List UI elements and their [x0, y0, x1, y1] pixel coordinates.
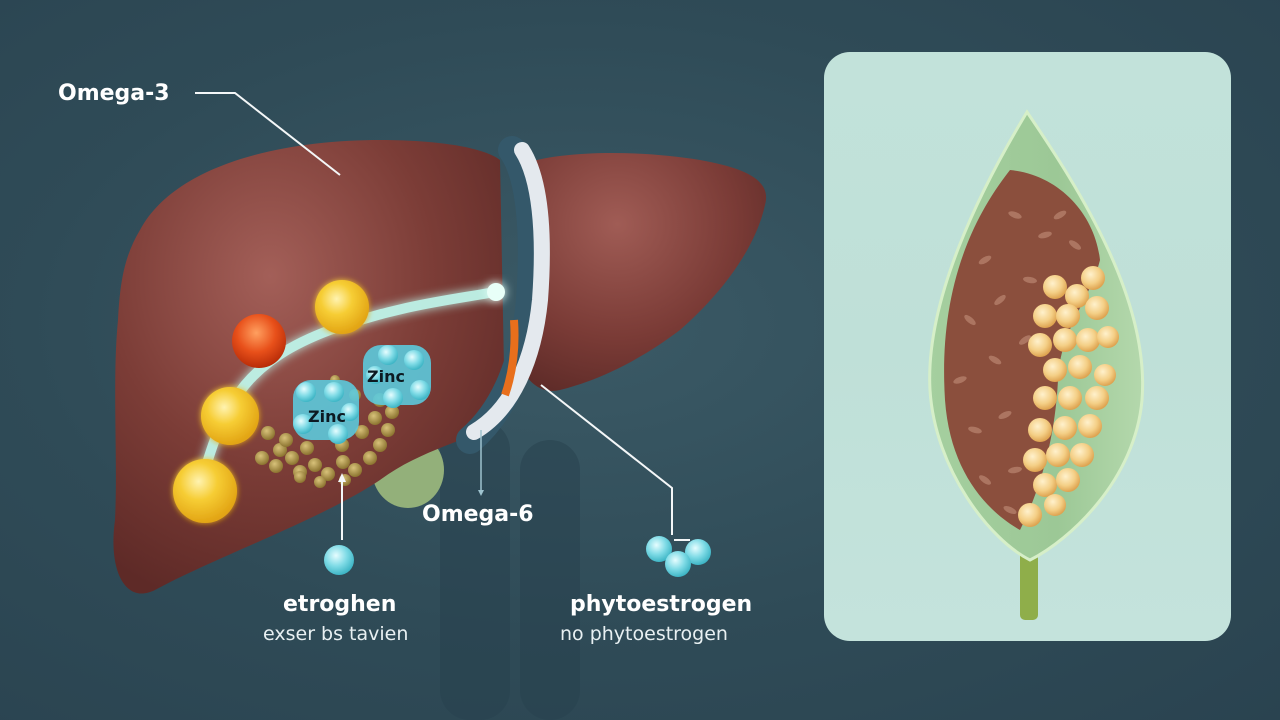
phyto-leader-line	[540, 384, 673, 535]
omega6-label: Omega-6	[422, 502, 534, 527]
zinc-cluster-2	[363, 345, 431, 408]
background-vessel	[440, 420, 510, 720]
phyto-title: phytoestrogen	[570, 592, 753, 617]
liver-right-lobe	[518, 153, 767, 391]
omega6-arrow-head	[478, 490, 484, 496]
estrogen-title: etroghen	[283, 592, 397, 617]
omega3-bead	[173, 459, 237, 523]
zinc-cluster-1	[293, 380, 359, 444]
red-nutrient-bead	[232, 314, 286, 368]
estrogen-molecule	[324, 545, 354, 575]
zinc-label-1: Zinc	[308, 407, 346, 426]
estrogen-arrow-head	[338, 473, 346, 482]
estrogen-subtitle: exser bs tavien	[263, 623, 409, 645]
orange-duct	[501, 319, 519, 397]
flaxseed-texture	[953, 210, 1081, 515]
zinc-label-2: Zinc	[367, 367, 405, 386]
ligament-band-white	[466, 142, 550, 440]
omega3-label: Omega-3	[58, 81, 170, 106]
omega3-bead	[201, 387, 259, 445]
phyto-subtitle: no phytoestrogen	[560, 623, 728, 645]
background-vessel	[520, 440, 580, 720]
glow-node	[487, 283, 505, 301]
phytoestrogen-molecule	[646, 536, 711, 577]
omega3-bead	[315, 280, 369, 334]
omega3-leader-line	[195, 92, 341, 176]
soybean-pile	[1018, 266, 1119, 527]
